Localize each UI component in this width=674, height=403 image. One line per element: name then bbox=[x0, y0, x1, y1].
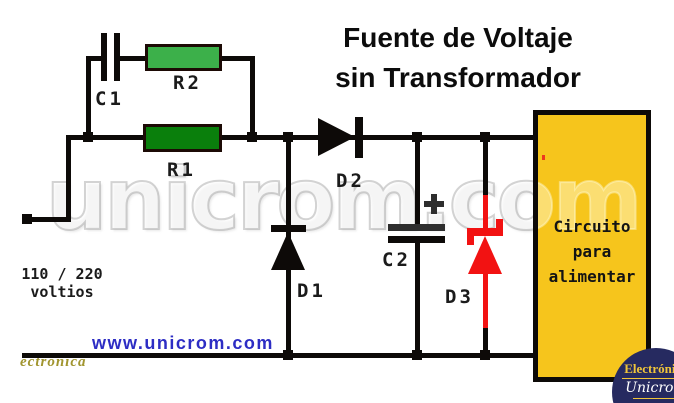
red-speck-artifact bbox=[542, 155, 545, 160]
capacitor-c2-top-plate bbox=[388, 224, 445, 231]
junction-dot bbox=[283, 132, 293, 142]
label-d2: D2 bbox=[336, 170, 365, 192]
website-url: www.unicrom.com bbox=[92, 333, 274, 353]
source-voltage-line1: 110 / 220 bbox=[21, 265, 103, 283]
label-r1: R1 bbox=[167, 159, 196, 181]
wire-d3-branch-top-black bbox=[483, 135, 488, 197]
input-terminal bbox=[22, 214, 32, 224]
load-box-line3: alimentar bbox=[548, 267, 636, 286]
zener-d3-hook-right bbox=[496, 219, 503, 229]
junction-dot bbox=[247, 132, 257, 142]
junction-dot bbox=[412, 350, 422, 360]
junction-dot bbox=[480, 132, 490, 142]
wire-bottom-rail bbox=[22, 353, 533, 358]
wire-top-left-corner bbox=[86, 56, 103, 61]
label-r2: R2 bbox=[173, 72, 202, 94]
resistor-r2-symbol bbox=[145, 44, 222, 71]
zener-d3-symbol bbox=[468, 236, 502, 274]
junction-dot bbox=[83, 132, 93, 142]
source-voltage-label: 110 / 220 voltios bbox=[14, 265, 110, 301]
label-c1: C1 bbox=[95, 88, 124, 110]
resistor-r1-symbol bbox=[143, 124, 222, 152]
wire-input-vertical bbox=[66, 135, 71, 222]
wire-d3-branch-bottom-black bbox=[483, 328, 488, 358]
title-line2: sin Transformador bbox=[335, 62, 581, 93]
label-d3: D3 bbox=[445, 286, 474, 308]
zener-d3-cathode-bar bbox=[467, 228, 503, 236]
logo-line1: Electrónica bbox=[622, 361, 674, 379]
wire-r2-to-right bbox=[222, 56, 255, 61]
diode-d2-symbol bbox=[318, 118, 355, 156]
junction-dot bbox=[283, 350, 293, 360]
watermark-corner: ectrónica bbox=[20, 354, 87, 370]
page-title: Fuente de Voltaje sin Transformador bbox=[328, 18, 588, 98]
load-box-line2: para bbox=[572, 242, 612, 261]
diode-d1-symbol bbox=[271, 232, 305, 270]
wire-loop-left-vertical bbox=[86, 56, 91, 140]
capacitor-c1-symbol bbox=[114, 33, 120, 81]
load-box-line1: Circuito bbox=[553, 217, 631, 236]
source-voltage-line2: voltios bbox=[30, 283, 94, 301]
wire-d3-branch-red-upper bbox=[483, 195, 488, 230]
wire-c2-branch-top bbox=[415, 135, 420, 225]
logo-divider bbox=[633, 398, 674, 399]
label-c2: C2 bbox=[382, 249, 411, 271]
logo-line2: Unicrom bbox=[625, 380, 674, 396]
load-box bbox=[533, 110, 651, 382]
wire-c2-branch-bottom bbox=[415, 242, 420, 358]
wire-loop-right-vertical bbox=[250, 56, 255, 140]
diode-d2-cathode-bar bbox=[355, 117, 363, 158]
wire-d3-branch-red-lower bbox=[483, 272, 488, 330]
wire-main-rail bbox=[66, 135, 533, 140]
capacitor-c2-plus-sign bbox=[431, 194, 437, 214]
junction-dot bbox=[480, 350, 490, 360]
diode-d1-cathode-bar bbox=[271, 225, 306, 232]
load-box-label: Circuito para alimentar bbox=[533, 214, 651, 289]
wire-c1-to-r2 bbox=[120, 56, 145, 61]
capacitor-c1-symbol bbox=[101, 33, 107, 81]
label-d1: D1 bbox=[297, 280, 326, 302]
wire-input-horizontal bbox=[28, 217, 71, 222]
title-line1: Fuente de Voltaje bbox=[343, 22, 573, 53]
capacitor-c2-bottom-plate bbox=[388, 236, 445, 243]
junction-dot bbox=[412, 132, 422, 142]
